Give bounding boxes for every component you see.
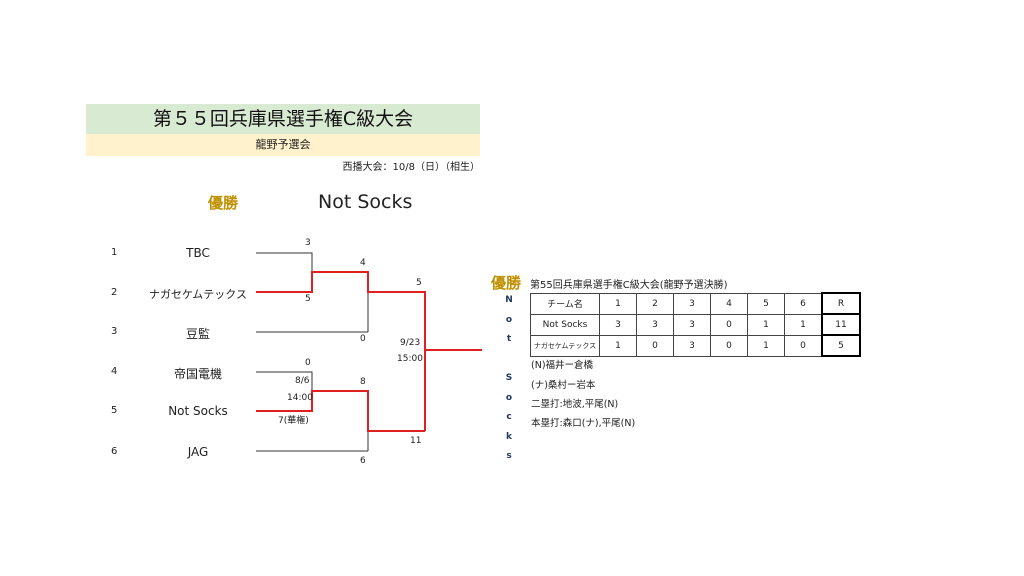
match-time: 14:00 [287,393,313,403]
team-name: 帝国電機 [173,367,222,381]
game-note: 本塁打:森口(ナ),平尾(N) [531,418,636,429]
game-note: 二塁打:地波,平尾(N) [531,399,619,410]
champion-name: Not Socks [318,191,413,213]
inning-cell: 1 [599,334,637,357]
score-label: 6 [360,456,366,466]
game-note: (N)福井ー倉橋 [531,360,594,371]
score-label: 0 [305,358,311,368]
champion-label: 優勝 [208,194,239,212]
inning-cell: 3 [636,313,674,336]
score-label: 8 [360,377,366,387]
inning-cell: 0 [784,334,823,357]
header-cell: 3 [673,292,711,315]
header-cell: 5 [747,292,785,315]
header-cell: 1 [599,292,637,315]
inning-cell: 1 [747,313,785,336]
team-name: ナガセケムテックス [149,288,247,301]
result-title: 第55回兵庫県選手権C級大会(龍野予選決勝) [530,280,728,291]
seed-number: 2 [111,287,118,298]
table-row: Not Socks 3 3 3 0 1 1 11 [530,313,861,336]
team-name: TBC [186,246,210,260]
score-label: 7(華権) [278,416,309,426]
runs-cell: 11 [821,313,861,336]
seed-number: 4 [111,366,118,377]
team-cell: Not Socks [530,313,600,336]
match-time: 15:00 [397,354,423,364]
tournament-subtitle: 龍野予選会 [86,134,480,156]
header-cell: 2 [636,292,674,315]
game-note: (ナ)桑村ー岩本 [531,380,596,391]
header-cell: チーム名 [530,292,600,315]
header-cell: 4 [710,292,748,315]
team-name: Not Socks [168,404,228,418]
score-label: 5 [305,294,311,304]
match-date: 8/6 [295,376,310,386]
header-cell: 6 [784,292,823,315]
inning-cell: 3 [673,313,711,336]
result-champion-label: 優勝 [491,274,522,292]
seed-number: 5 [111,405,118,416]
team-cell: ナガセケムテックス [530,334,600,357]
header-cell: R [821,292,861,315]
score-label: 0 [360,334,366,344]
seed-number: 6 [111,446,118,457]
inning-cell: 3 [673,334,711,357]
match-date: 9/23 [400,338,421,348]
seed-number: 3 [111,326,118,337]
score-label: 5 [416,278,422,288]
table-header-row: チーム名 1 2 3 4 5 6 R [530,292,861,315]
tournament-title: 第５５回兵庫県選手権C級大会 [86,104,480,134]
score-label: 4 [360,258,366,268]
inning-cell: 1 [747,334,785,357]
table-row: ナガセケムテックス 1 0 3 0 1 0 5 [530,334,861,357]
inning-cell: 1 [784,313,823,336]
inning-cell: 0 [710,313,748,336]
score-label: 3 [305,238,311,248]
inning-cell: 0 [636,334,674,357]
team-name: JAG [187,445,209,459]
scoreboard-table: チーム名 1 2 3 4 5 6 R Not Socks 3 3 3 0 1 1… [530,292,861,357]
seed-number: 1 [111,247,118,258]
runs-cell: 5 [821,334,861,357]
venue-info: 西播大会：10/8（日）（相生） [342,162,480,173]
score-label: 11 [410,436,422,446]
inning-cell: 3 [599,313,637,336]
team-name: 豆監 [185,327,210,341]
inning-cell: 0 [710,334,748,357]
vertical-team-name: N o t S o c k s [505,295,513,461]
